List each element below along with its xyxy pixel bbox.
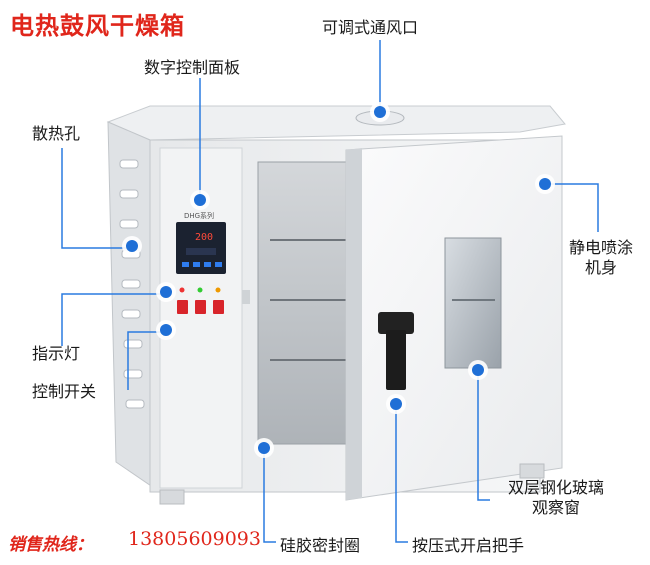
door-hinge [242,290,250,304]
control-switches [177,300,224,314]
chamber-shelves [270,239,350,361]
callout-glass-line2: 观察窗 [531,498,580,517]
callout-coating-line2: 机身 [584,258,617,277]
callout-coating: 静电喷涂 机身 [566,238,636,278]
callout-vent: 可调式通风口 [322,18,419,37]
callout-panel: 数字控制面板 [144,58,241,77]
callout-glass: 双层钢化玻璃 观察窗 [496,478,616,518]
callout-glass-line1: 双层钢化玻璃 [507,478,604,497]
hotline-number: 13805609093 [128,528,261,550]
page-title: 电热鼓风干燥箱 [10,12,185,40]
callout-seal: 硅胶密封圈 [280,536,361,555]
heat-holes [119,159,145,409]
callout-handle: 按压式开启把手 [412,536,525,555]
cabinet-legs [159,463,545,505]
observation-window [444,237,502,369]
display-readout: 200 [195,232,213,243]
callout-lines [61,40,599,543]
cabinet-top [106,105,566,141]
callout-heat-holes: 散热孔 [32,124,81,143]
callout-switch: 控制开关 [32,382,97,401]
hotline-label: 销售热线： [8,535,93,555]
callout-indicator: 指示灯 [32,344,81,363]
indicator-lights [179,287,221,293]
callout-dots [122,102,555,458]
door-handle [378,312,414,334]
inner-chamber [257,161,355,445]
panel-label: DHG系列 [184,211,214,220]
callout-coating-line1: 静电喷涂 [568,238,633,257]
